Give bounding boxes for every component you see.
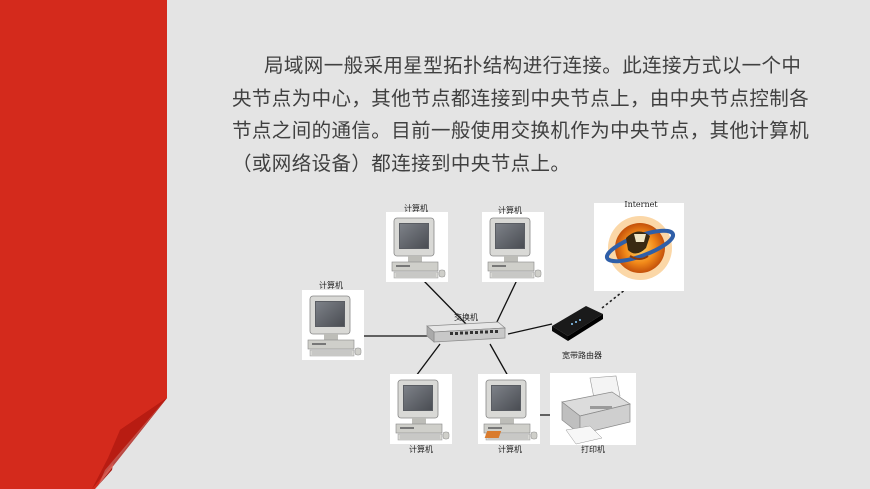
paragraph-line: 局域网一般采用星型拓扑结构进行连接。此连接方式以一个中 bbox=[264, 54, 802, 77]
computer-bottom-left: 计算机 bbox=[389, 373, 453, 454]
computer-icon bbox=[481, 211, 545, 283]
star-topology-diagram: 计算机 计算机 计算机 计算机 计算机 交换机 bbox=[301, 200, 684, 454]
computer-icon bbox=[389, 373, 453, 445]
internet-label: Internet bbox=[624, 200, 658, 209]
switch-label: 交换机 bbox=[454, 312, 478, 322]
printer: 打印机 bbox=[484, 373, 636, 454]
printer-label: 打印机 bbox=[581, 444, 605, 454]
computer-icon bbox=[301, 289, 365, 361]
internet-globe-icon bbox=[604, 216, 676, 280]
computer-label: 计算机 bbox=[498, 205, 522, 215]
printer-icon bbox=[484, 375, 631, 445]
computer-top-right: 计算机 bbox=[481, 205, 545, 283]
computer-label: 计算机 bbox=[319, 280, 343, 290]
connection-lines bbox=[350, 279, 556, 416]
description-paragraph: 局域网一般采用星型拓扑结构进行连接。此连接方式以一个中 央节点为中心，其他节点都… bbox=[232, 50, 817, 180]
paragraph-line: （或网络设备）都连接到中央节点上。 bbox=[232, 151, 571, 175]
computer-label: 计算机 bbox=[404, 203, 428, 213]
computer-bottom-right: 计算机 bbox=[477, 373, 541, 454]
router-label: 宽带路由器 bbox=[562, 350, 602, 360]
paragraph-line: 央节点为中心，其他节点都连接到中央节点上，由中央节点控制各 bbox=[232, 86, 810, 110]
computer-label: 计算机 bbox=[498, 444, 522, 454]
router-icon bbox=[552, 306, 603, 341]
red-ribbon-decoration bbox=[0, 0, 167, 489]
computer-label: 计算机 bbox=[409, 444, 433, 454]
switch-icon bbox=[426, 321, 506, 343]
switch: 交换机 bbox=[426, 312, 506, 343]
internet-cloud: Internet bbox=[594, 200, 684, 291]
computer-icon bbox=[385, 211, 449, 283]
computer-left: 计算机 bbox=[301, 280, 365, 361]
computer-top-left: 计算机 bbox=[385, 203, 449, 283]
paragraph-line: 节点之间的通信。目前一般使用交换机作为中央节点，其他计算机 bbox=[232, 119, 810, 142]
router: 宽带路由器 bbox=[552, 306, 603, 360]
